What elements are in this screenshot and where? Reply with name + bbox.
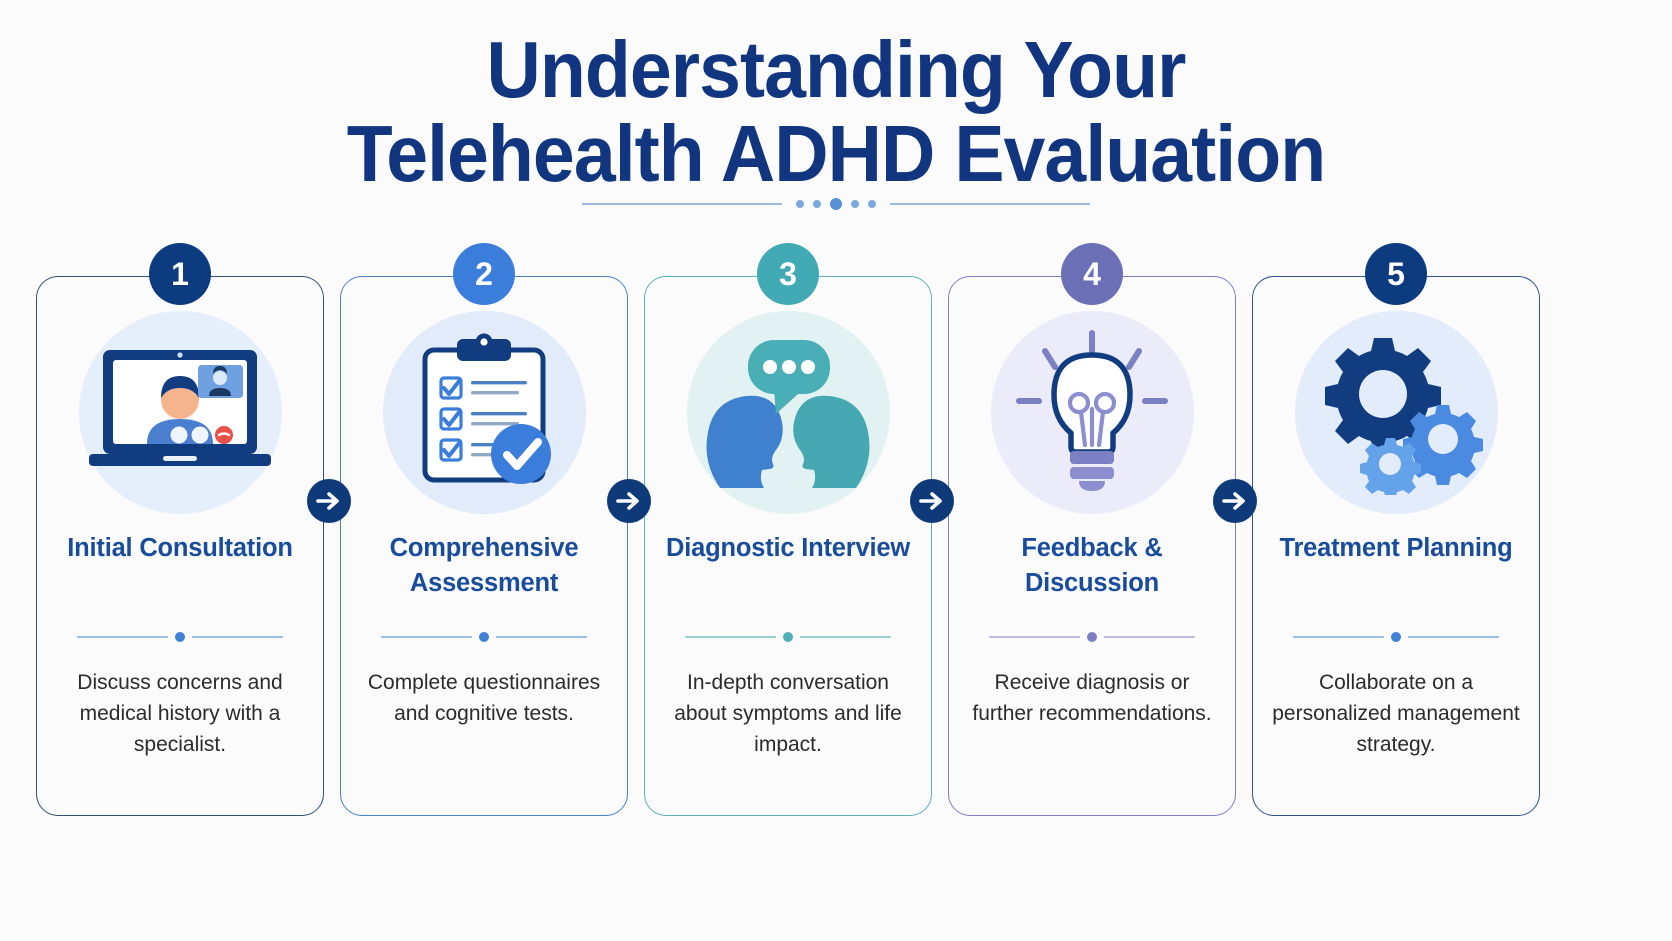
step-number-badge-1: 1 (149, 243, 211, 305)
separator-bar-left (989, 636, 1080, 638)
title-line-1: Understanding Your (486, 25, 1187, 114)
arrow-right-icon-2 (607, 479, 651, 523)
separator-bar-left (685, 636, 776, 638)
steps-row: 1 (36, 243, 1636, 816)
step-body-5: Collaborate on a personalized management… (1272, 671, 1520, 756)
separator-dot (1087, 632, 1097, 642)
step-icon-zone-5 (1253, 305, 1539, 520)
step-number-badge-3: 3 (757, 243, 819, 305)
step-card-3[interactable]: 3 Diagno (644, 243, 932, 816)
divider-dots (796, 198, 876, 210)
step-icon-zone-1 (37, 305, 323, 520)
step-icon-zone-3 (645, 305, 931, 520)
arrow-right-icon-4 (1213, 479, 1257, 523)
divider-dot-1 (796, 200, 804, 208)
separator-bar-right (1408, 636, 1499, 638)
step-body-2: Complete questionnaires and cognitive te… (367, 671, 601, 725)
divider-dot-2 (813, 200, 821, 208)
step-title-5: Treatment Planning (1279, 534, 1513, 562)
step-number-badge-5: 5 (1365, 243, 1427, 305)
separator-bar-right (800, 636, 891, 638)
divider-rule-left (582, 203, 782, 205)
separator-bar-right (496, 636, 587, 638)
divider-dot-3 (830, 198, 842, 210)
separator-bar-left (381, 636, 472, 638)
step-icon-zone-4 (949, 305, 1235, 520)
arrow-right-icon-1 (307, 479, 351, 523)
title-line-2: Telehealth ADHD Evaluation (346, 109, 1326, 198)
step-title-4: Feedback & Discussion (1021, 534, 1163, 597)
clipboard-checklist-icon (382, 311, 586, 514)
step-card-5[interactable]: 5 (1252, 243, 1540, 816)
step-number-badge-2: 2 (453, 243, 515, 305)
step-title-3: Diagnostic Interview (666, 534, 910, 562)
video-call-laptop-icon (78, 311, 282, 514)
separator-dot (783, 632, 793, 642)
title-divider (0, 198, 1672, 210)
step-card-4[interactable]: 4 (948, 243, 1236, 816)
separator-bar-right (1104, 636, 1195, 638)
separator-bar-left (1293, 636, 1384, 638)
divider-dot-4 (851, 200, 859, 208)
page-title: Understanding Your Telehealth ADHD Evalu… (0, 28, 1672, 196)
lightbulb-idea-icon (990, 311, 1194, 514)
divider-dot-5 (868, 200, 876, 208)
step-separator-4 (989, 632, 1195, 642)
step-separator-3 (685, 632, 891, 642)
step-separator-5 (1293, 632, 1499, 642)
gears-settings-icon (1294, 311, 1498, 514)
step-icon-zone-2 (341, 305, 627, 520)
separator-dot (479, 632, 489, 642)
step-card-1[interactable]: 1 (36, 243, 324, 816)
step-title-2: Comprehensive Assessment (389, 534, 579, 597)
step-body-4: Receive diagnosis or further recommendat… (972, 671, 1212, 725)
separator-bar-right (192, 636, 283, 638)
step-title-1: Initial Consultation (67, 534, 293, 562)
step-separator-1 (77, 632, 283, 642)
divider-rule-right (890, 203, 1090, 205)
step-body-1: Discuss concerns and medical history wit… (77, 671, 283, 756)
arrow-right-icon-3 (910, 479, 954, 523)
conversation-heads-icon (686, 311, 890, 514)
step-card-2[interactable]: 2 (340, 243, 628, 816)
step-number-badge-4: 4 (1061, 243, 1123, 305)
separator-dot (175, 632, 185, 642)
separator-bar-left (77, 636, 168, 638)
step-body-3: In-depth conversation about symptoms and… (674, 671, 902, 756)
step-separator-2 (381, 632, 587, 642)
separator-dot (1391, 632, 1401, 642)
